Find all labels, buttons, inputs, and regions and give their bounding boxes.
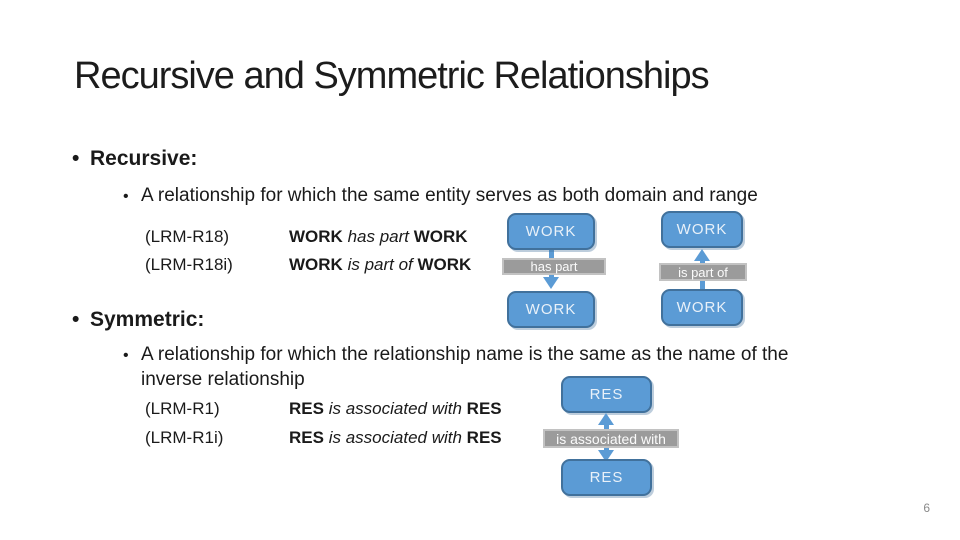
page-number: 6 [923,501,930,515]
relationship-statement: RES is associated with RES [289,399,502,419]
lrm-id: (LRM-R18i) [145,255,233,274]
symmetric-heading-label: Symmetric: [90,308,205,331]
relationship-statement: RES is associated with RES [289,428,502,448]
statement-relation: is part of [347,255,413,274]
slide-title: Recursive and Symmetric Relationships [74,55,710,97]
recursive-heading: Recursive: [72,147,197,171]
relationship-statement: WORK is part of WORK [289,255,471,275]
arrow-down-icon [543,277,559,289]
recursive-description: A relationship for which the same entity… [123,185,758,207]
bullet-icon [123,347,141,365]
statement-subject: RES [289,399,324,418]
statement-subject: WORK [289,227,343,246]
lrm-id: (LRM-R1) [145,399,220,418]
arrow-up-icon [598,413,614,425]
statement-object: RES [466,428,502,447]
bullet-icon [72,147,90,171]
symmetric-description-line1: A relationship for which the relationshi… [123,344,788,366]
symmetric-description-line2: inverse relationship [141,369,305,391]
symmetric-heading: Symmetric: [72,308,204,332]
statement-subject: WORK [289,255,343,274]
entity-box: WORK [507,291,595,328]
symmetric-description-text1: A relationship for which the relationshi… [141,344,789,365]
relation-label-bar: has part [502,258,606,275]
statement-object: WORK [413,227,468,246]
relationship-statement: WORK has part WORK [289,227,468,247]
recursive-description-text: A relationship for which the same entity… [141,185,758,206]
entity-box: WORK [661,211,743,248]
lrm-id: (LRM-R1i) [145,428,224,447]
relation-label-bar: is associated with [543,429,679,448]
relation-label-bar: is part of [659,263,747,281]
recursive-heading-label: Recursive: [90,147,198,170]
statement-relation: is associated with [328,428,462,447]
statement-relation: is associated with [328,399,462,418]
statement-subject: RES [289,428,324,447]
entity-box: RES [561,459,652,496]
entity-box: WORK [661,289,743,326]
lrm-id: (LRM-R18) [145,227,230,246]
symmetric-description-text2: inverse relationship [141,369,305,390]
statement-object: WORK [417,255,472,274]
bullet-icon [72,308,90,332]
arrow-up-icon [694,249,710,261]
statement-object: RES [466,399,502,418]
bullet-icon [123,188,141,206]
entity-box: RES [561,376,652,413]
statement-relation: has part [347,227,409,246]
entity-box: WORK [507,213,595,250]
